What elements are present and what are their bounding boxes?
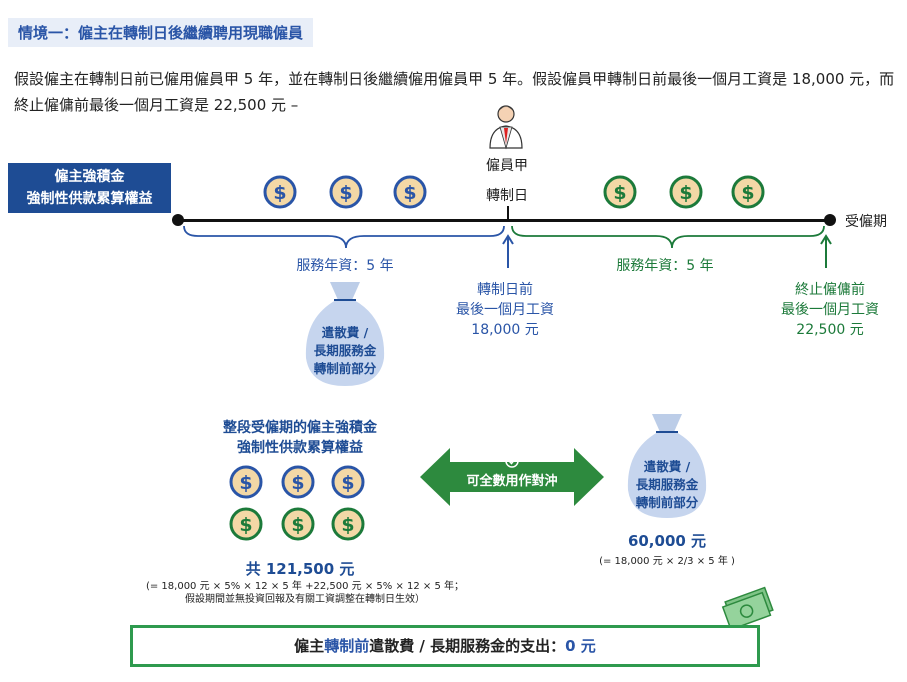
service-braces — [183, 225, 825, 249]
arrow-up-icon — [820, 234, 832, 268]
money-bag-icon — [305, 282, 385, 386]
svg-text:$: $ — [679, 182, 692, 204]
dollar-coin-icon: $ — [731, 175, 765, 209]
svg-text:$: $ — [239, 472, 252, 494]
legend-line1: 僱主強積金 — [54, 169, 125, 185]
final-result-box: 僱主轉制前遣散費 / 長期服務金的支出：0 元 — [130, 625, 760, 667]
svg-text:$: $ — [341, 472, 354, 494]
end-wage-line2: 最後一個月工資 — [781, 302, 879, 318]
before-wage-line2: 最後一個月工資 — [456, 302, 554, 318]
employee-icon — [489, 105, 523, 150]
offset-label: 可全數用作對沖 — [466, 474, 558, 489]
dollar-coin-icon: $ — [603, 175, 637, 209]
legend-line2: 強制性供款累算權益 — [26, 191, 153, 207]
dollar-coin-icon: $ — [331, 507, 365, 541]
dollar-coin-icon: $ — [669, 175, 703, 209]
page-title: 情境一：僱主在轉制日後繼續聘用現職僱員 — [8, 18, 314, 47]
bag-top-text: 遣散費 / 長期服務金 轉制前部分 — [313, 325, 377, 376]
bag-formula: (= 18,000 元 × 2/3 × 5 年 ) — [599, 556, 735, 567]
total-mpf-amount: 共 121,500 元 — [245, 560, 355, 578]
end-wage-line3: 22,500 元 — [796, 322, 864, 338]
before-wage-line3: 18,000 元 — [471, 322, 539, 338]
intro-paragraph: 假設僱主在轉制日前已僱用僱員甲 5 年，並在轉制日後繼續僱用僱員甲 5 年。假設… — [14, 70, 895, 114]
svg-text:$: $ — [403, 182, 416, 204]
end-wage-line1: 終止僱傭前 — [795, 282, 865, 298]
right-brace — [511, 225, 825, 249]
end-label: 受僱期 — [845, 214, 887, 230]
svg-text:$: $ — [239, 514, 252, 536]
svg-text:$: $ — [341, 514, 354, 536]
timeline-end-dot — [824, 214, 836, 226]
dollar-coin-icon: $ — [229, 507, 263, 541]
coin-grid: $ $ $ $ $ $ — [229, 465, 365, 541]
svg-text:$: $ — [613, 182, 626, 204]
svg-text:$: $ — [741, 182, 754, 204]
money-bag-right: 遣散費 / 長期服務金 轉制前部分 — [622, 410, 712, 522]
dollar-coin-icon: $ — [393, 175, 427, 209]
timeline-line — [178, 219, 830, 222]
svg-text:$: $ — [339, 182, 352, 204]
svg-text:$: $ — [291, 514, 304, 536]
legend-box: 僱主強積金 強制性供款累算權益 — [8, 163, 171, 213]
money-bag-top: 遣散費 / 長期服務金 轉制前部分 — [300, 278, 390, 390]
transition-tick — [507, 206, 509, 222]
transition-label: 轉制日 — [486, 188, 528, 204]
dollar-coin-icon: $ — [331, 465, 365, 499]
employee-label: 僱員甲 — [486, 158, 528, 174]
svg-text:$: $ — [291, 472, 304, 494]
svg-text:$: $ — [273, 182, 286, 204]
coin-row-green: $ $ $ — [603, 175, 765, 209]
final-prefix: 僱主 — [294, 637, 325, 655]
dollar-coin-icon: $ — [281, 465, 315, 499]
timeline-start-dot — [172, 214, 184, 226]
left-service-label: 服務年資：5 年 — [296, 258, 394, 274]
final-highlight: 轉制前 — [324, 637, 370, 655]
final-suffix: 遣散費 / 長期服務金的支出： — [369, 637, 566, 655]
cash-stack-icon — [721, 586, 774, 626]
total-mpf-formula: (= 18,000 元 × 5% × 12 × 5 年 +22,500 元 × … — [145, 581, 465, 605]
dollar-coin-icon: $ — [281, 507, 315, 541]
check-icon — [505, 454, 519, 468]
total-mpf-label: 整段受僱期的僱主強積金 強制性供款累算權益 — [223, 420, 377, 456]
money-bag-icon — [627, 414, 707, 518]
bag-right-text: 遣散費 / 長期服務金 轉制前部分 — [635, 459, 699, 510]
coin-row-blue: $ $ $ — [263, 175, 427, 209]
left-brace — [183, 225, 505, 249]
dollar-coin-icon: $ — [329, 175, 363, 209]
dollar-coin-icon: $ — [229, 465, 263, 499]
offset-double-arrow — [420, 448, 604, 506]
arrow-up-icon — [502, 234, 514, 268]
dollar-coin-icon: $ — [263, 175, 297, 209]
before-wage-line1: 轉制日前 — [477, 282, 533, 298]
final-amount: 0 元 — [565, 637, 596, 655]
right-service-label: 服務年資：5 年 — [616, 258, 714, 274]
end-wage-block: 終止僱傭前 最後一個月工資 22,500 元 — [755, 280, 905, 340]
before-wage-block: 轉制日前 最後一個月工資 18,000 元 — [430, 280, 580, 340]
bag-amount: 60,000 元 — [627, 532, 707, 550]
